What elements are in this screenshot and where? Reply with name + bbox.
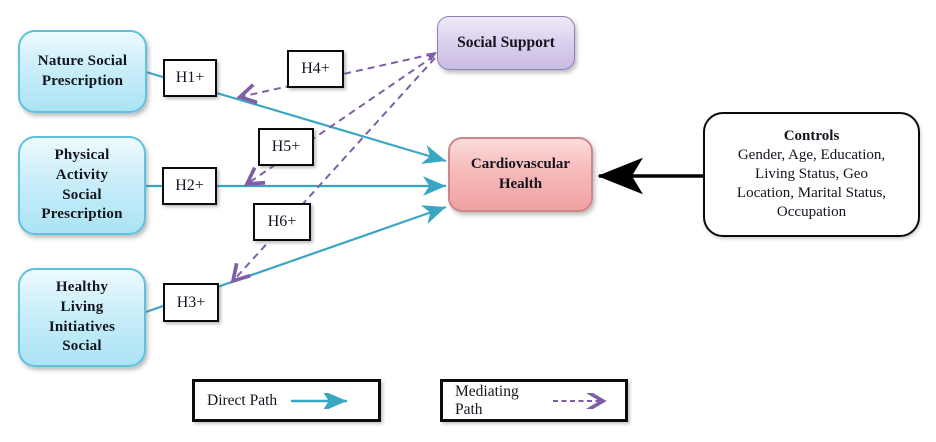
legend-label: Direct Path [207, 391, 278, 409]
node-social-support: Social Support [437, 16, 575, 70]
hypothesis-label: H4+ [301, 60, 330, 77]
direct-path-arrow-icon [291, 392, 348, 409]
node-label: Nature Social Prescription [37, 52, 128, 89]
hypothesis-h3: H3+ [163, 283, 219, 322]
node-cardiovascular-health: Cardiovascular Health [448, 137, 593, 212]
mediating-path-2 [244, 55, 435, 187]
mediating-path-3 [230, 57, 436, 284]
hypothesis-h5: H5+ [258, 128, 314, 166]
hypothesis-h6: H6+ [253, 203, 311, 241]
hypothesis-label: H5+ [271, 138, 301, 155]
node-label: Physical Activity Social Prescription [41, 146, 123, 223]
node-label: Social Support [457, 34, 555, 51]
mediator-arrowhead-icon [426, 52, 437, 61]
hypothesis-label: H6+ [267, 213, 297, 230]
node-nature-social-prescription: Nature Social Prescription [18, 30, 147, 113]
legend-direct-path: Direct Path [192, 379, 381, 422]
node-controls: Controls Gender, Age, Education, Living … [703, 112, 920, 237]
node-healthy-living-initiatives-social: Healthy Living Initiatives Social [18, 268, 146, 367]
controls-body: Gender, Age, Education, Living Status, G… [736, 146, 887, 221]
hypothesis-h1: H1+ [163, 59, 217, 97]
hypothesis-h4: H4+ [287, 50, 344, 88]
node-label: Cardiovascular Health [470, 156, 571, 192]
controls-title: Controls [783, 127, 840, 144]
legend-label: Mediating Path [455, 382, 519, 418]
node-physical-activity-social-prescription: Physical Activity Social Prescription [18, 136, 146, 235]
hypothesis-label: H1+ [175, 69, 205, 86]
hypothesis-label: H3+ [176, 293, 206, 311]
node-label: Healthy Living Initiatives Social [48, 278, 116, 355]
hypothesis-label: H2+ [175, 177, 204, 194]
mediating-path-arrow-icon [553, 392, 607, 409]
hypothesis-h2: H2+ [162, 167, 217, 205]
legend-mediating-path: Mediating Path [440, 379, 628, 422]
